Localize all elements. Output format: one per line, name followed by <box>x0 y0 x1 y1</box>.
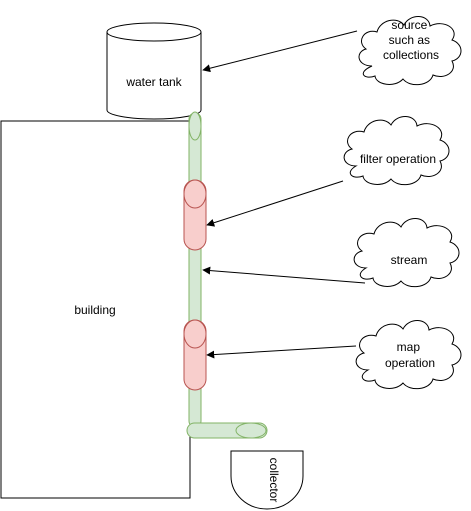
arrow-filter-to-pipe <box>206 180 344 227</box>
map-callout-text: map operation <box>385 340 435 370</box>
arrow-stream-to-pipe <box>202 266 366 284</box>
cloud-filter: filter operation <box>343 116 450 186</box>
cloud-stream: stream <box>353 218 460 288</box>
cloud-map: map operation <box>355 320 462 390</box>
filter-operation-section <box>183 179 207 251</box>
water-tank-label: water tank <box>125 75 182 89</box>
water-tank-cylinder: water tank <box>106 22 202 120</box>
collector-bowl: collector <box>230 450 304 510</box>
map-operation-section <box>183 319 207 391</box>
building-box: building <box>0 120 191 499</box>
source-callout-text: source such as collections <box>383 18 439 62</box>
stream-callout-text: stream <box>391 253 428 267</box>
cloud-source: source such as collections <box>358 16 462 86</box>
arrow-source-to-tank <box>202 30 358 73</box>
arrow-map-to-pipe <box>206 345 357 359</box>
collector-label: collector <box>267 458 281 503</box>
pipe-inlet <box>188 111 202 141</box>
outlet-pipe <box>186 422 268 439</box>
building-label: building <box>74 303 115 317</box>
filter-callout-text: filter operation <box>360 152 436 166</box>
